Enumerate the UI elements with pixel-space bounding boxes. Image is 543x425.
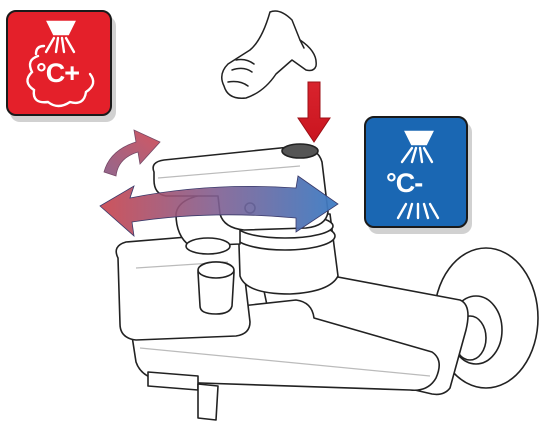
temperature-increase-label: °C+: [36, 58, 80, 88]
temperature-increase-badge: °C+: [6, 10, 112, 116]
press-down-arrow: [297, 81, 331, 143]
shower-steam-icon: [26, 20, 95, 108]
swivel-arrow: [99, 175, 339, 238]
shower-spray-icon: [396, 130, 440, 220]
temperature-decrease-badge: °C-: [364, 116, 468, 228]
temperature-decrease-label: °C-: [386, 168, 423, 198]
tilt-arrow: [103, 129, 161, 177]
hand-pressing: [221, 10, 317, 99]
